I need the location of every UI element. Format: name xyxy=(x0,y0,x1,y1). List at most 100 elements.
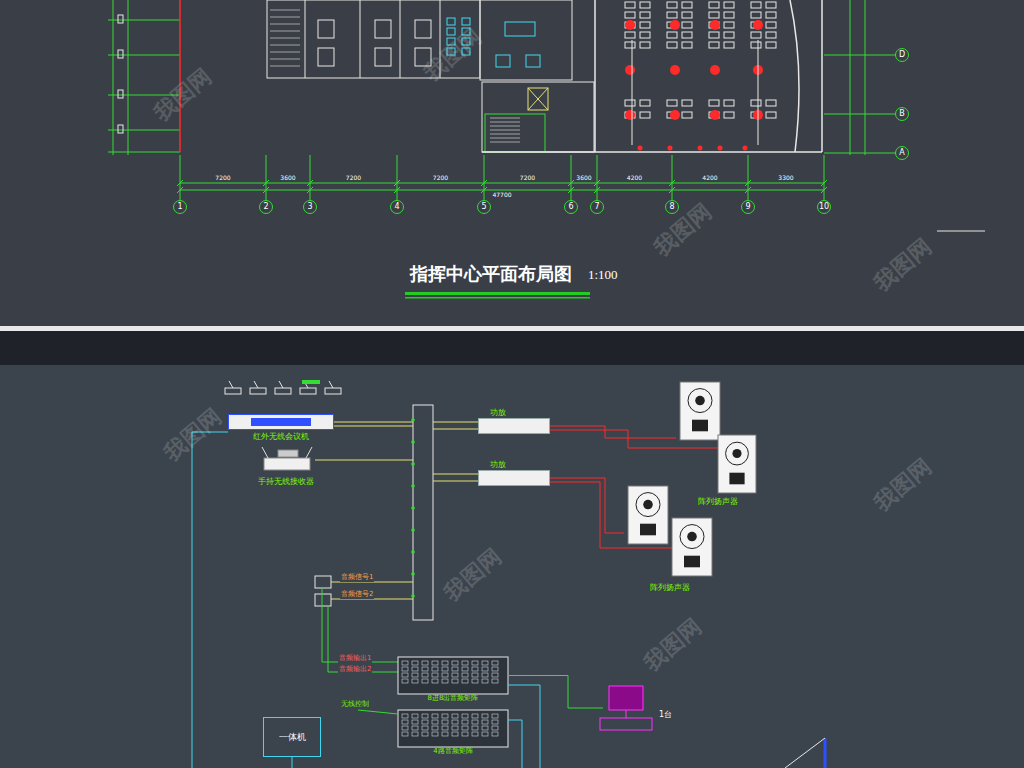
equipment-label: 功放 xyxy=(489,461,507,469)
matrix-port xyxy=(422,726,428,730)
axis-bubble: A xyxy=(895,146,909,160)
microphone xyxy=(325,388,341,394)
dimension-tick xyxy=(821,180,827,186)
matrix-port xyxy=(422,732,428,736)
seat xyxy=(709,32,719,38)
stair-tread xyxy=(490,118,520,119)
seat xyxy=(766,22,776,28)
matrix-port xyxy=(482,732,488,736)
equipment-node: 1台 xyxy=(603,683,655,733)
matrix-port xyxy=(462,661,468,665)
axis-line xyxy=(824,114,896,115)
equipment-label: 红外无线会议机 xyxy=(252,433,310,441)
elevator-x xyxy=(528,88,548,110)
dimension-tick xyxy=(394,180,400,186)
equipment-node: 红外无线会议机 xyxy=(228,414,334,430)
seat xyxy=(625,100,635,106)
floor-dot xyxy=(698,146,703,151)
matrix-port xyxy=(472,726,478,730)
seat-dot xyxy=(625,110,635,120)
audio-wire xyxy=(433,429,478,430)
seat-dot xyxy=(670,20,680,30)
matrix-port xyxy=(402,726,408,730)
matrix-port xyxy=(472,667,478,671)
equipment-node: 阵列扬声器 xyxy=(624,484,716,582)
matrix-port xyxy=(462,714,468,718)
speaker-horn xyxy=(640,524,656,536)
connector xyxy=(508,676,603,709)
matrix-port xyxy=(412,667,418,671)
speaker-cabinet xyxy=(718,435,756,493)
audio-wire xyxy=(433,474,478,475)
matrix-port xyxy=(412,661,418,665)
stair-tread xyxy=(490,138,520,139)
audio-wire xyxy=(315,460,413,461)
axis-number: 8 xyxy=(669,203,674,211)
matrix-port xyxy=(422,667,428,671)
matrix-port xyxy=(482,667,488,671)
dimension-line xyxy=(128,0,129,155)
stair-tread xyxy=(490,134,520,135)
axis-line xyxy=(571,155,572,201)
plan-title: 指挥中心平面布局图 xyxy=(410,262,572,286)
axis-number: 2 xyxy=(263,203,268,211)
receiver-icon xyxy=(256,446,316,476)
axis-number: 3 xyxy=(307,203,312,211)
microphone xyxy=(250,388,266,394)
dimension-tick xyxy=(394,187,400,193)
title-underline xyxy=(405,292,590,295)
sofa xyxy=(526,55,540,67)
stair-tread xyxy=(270,24,300,25)
microphone-stem xyxy=(254,381,258,388)
room-wall xyxy=(400,0,401,78)
dimension-tick xyxy=(481,180,487,186)
seat xyxy=(724,12,734,18)
matrix-port xyxy=(402,661,408,665)
axis-number: D xyxy=(899,51,905,59)
matrix-port xyxy=(432,661,438,665)
matrix-port xyxy=(402,732,408,736)
axis-number: 4 xyxy=(394,203,399,211)
matrix-port xyxy=(432,714,438,718)
dimension-text: 3600 xyxy=(280,174,295,181)
matrix-port xyxy=(472,673,478,677)
matrix-port xyxy=(462,673,468,677)
dimension-tick xyxy=(108,55,180,56)
equipment-node: 8进8出音频矩阵 xyxy=(398,657,508,694)
axis-line xyxy=(266,155,267,201)
dimension-line xyxy=(865,0,866,155)
seat xyxy=(724,2,734,8)
matrix-port xyxy=(482,661,488,665)
seat xyxy=(640,2,650,8)
matrix-port xyxy=(442,720,448,724)
matrix-port xyxy=(482,720,488,724)
stair-tread xyxy=(270,31,300,32)
seat-dot xyxy=(710,65,720,75)
matrix-port xyxy=(432,720,438,724)
seat-dot xyxy=(625,65,635,75)
speaker-cabinet xyxy=(680,382,720,440)
dimension-tick xyxy=(307,187,313,193)
seat xyxy=(709,42,719,48)
axis-bubble: 6 xyxy=(564,200,578,214)
axis-number: 10 xyxy=(819,203,829,211)
seat xyxy=(709,2,719,8)
control-wire xyxy=(192,432,193,768)
seat xyxy=(682,22,692,28)
control-wire xyxy=(508,685,540,768)
device-panel xyxy=(251,418,311,426)
matrix-port xyxy=(482,673,488,677)
matrix-port xyxy=(462,732,468,736)
equipment-node: 阵列扬声器 xyxy=(676,380,760,496)
toilet xyxy=(375,20,391,38)
axis-line xyxy=(824,153,896,154)
matrix-port xyxy=(462,679,468,683)
axis-number: 6 xyxy=(568,203,573,211)
seat xyxy=(625,2,635,8)
axis-line xyxy=(180,155,181,201)
matrix-port xyxy=(442,679,448,683)
meeting-room xyxy=(480,0,572,80)
dimension-tick xyxy=(108,130,180,131)
